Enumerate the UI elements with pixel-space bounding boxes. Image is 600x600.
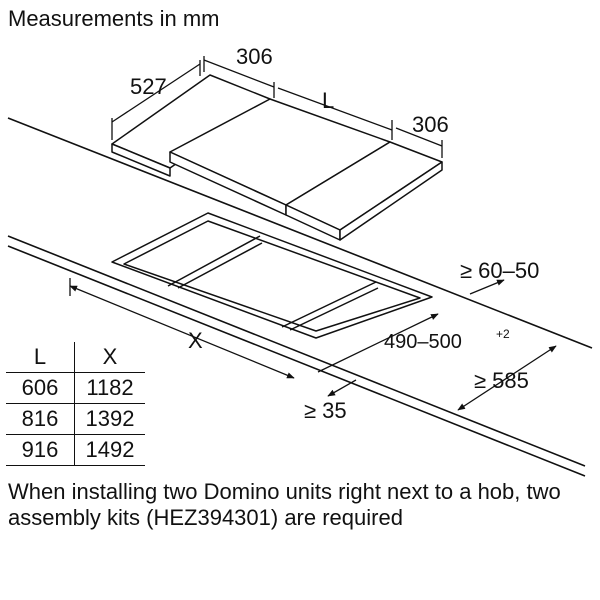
label-cutout-depth-tolerance: +2	[496, 327, 510, 341]
table-cell: 1182	[86, 375, 134, 400]
countertop-back-edge	[7, 117, 593, 349]
table-cell: 1492	[85, 437, 135, 462]
label-edge-distance: ≥ 35	[304, 398, 347, 423]
table-row: 816 1392	[6, 403, 145, 435]
label-wall-distance: ≥ 585	[474, 368, 529, 393]
table-cell: 916	[6, 434, 75, 466]
label-cutout-width: X	[188, 328, 203, 353]
label-unit-width-right: 306	[412, 112, 449, 137]
page-title: Measurements in mm	[8, 6, 220, 31]
table-cell: 1392	[85, 406, 135, 431]
dim-line-edge-distance	[327, 379, 357, 397]
table-cell: 816	[6, 403, 75, 435]
countertop-front-edge	[7, 235, 586, 477]
dim-line-depth	[111, 63, 201, 123]
dim-line-unit-left	[203, 59, 275, 88]
label-cutout-depth: 490–500	[384, 331, 462, 353]
installation-note: When installing two Domino units right n…	[8, 479, 561, 530]
dim-line-wall-distance	[457, 345, 557, 411]
dimension-table: L X 606 1182 816 1392 916 1492	[6, 342, 145, 466]
label-hob-width: L	[322, 88, 334, 113]
table-cell: 606	[6, 372, 75, 404]
label-countertop-offset: ≥ 60–50	[460, 258, 539, 283]
dim-line-cutout-width	[69, 285, 295, 379]
worktop-cutout	[111, 212, 433, 339]
dim-line-hob-width	[277, 87, 393, 131]
label-depth: 527	[130, 74, 167, 99]
table-header-row: L X	[6, 342, 145, 373]
column-header-x: X	[102, 344, 118, 369]
column-header-l: L	[6, 342, 75, 373]
appliance-units	[111, 74, 443, 241]
dim-line-cutout-depth	[317, 313, 439, 373]
dim-line-countertop-offset	[469, 279, 505, 295]
dim-line-unit-right	[395, 127, 443, 147]
label-unit-width-left: 306	[236, 44, 273, 69]
table-row: 916 1492	[6, 434, 145, 466]
table-row: 606 1182	[6, 372, 145, 404]
